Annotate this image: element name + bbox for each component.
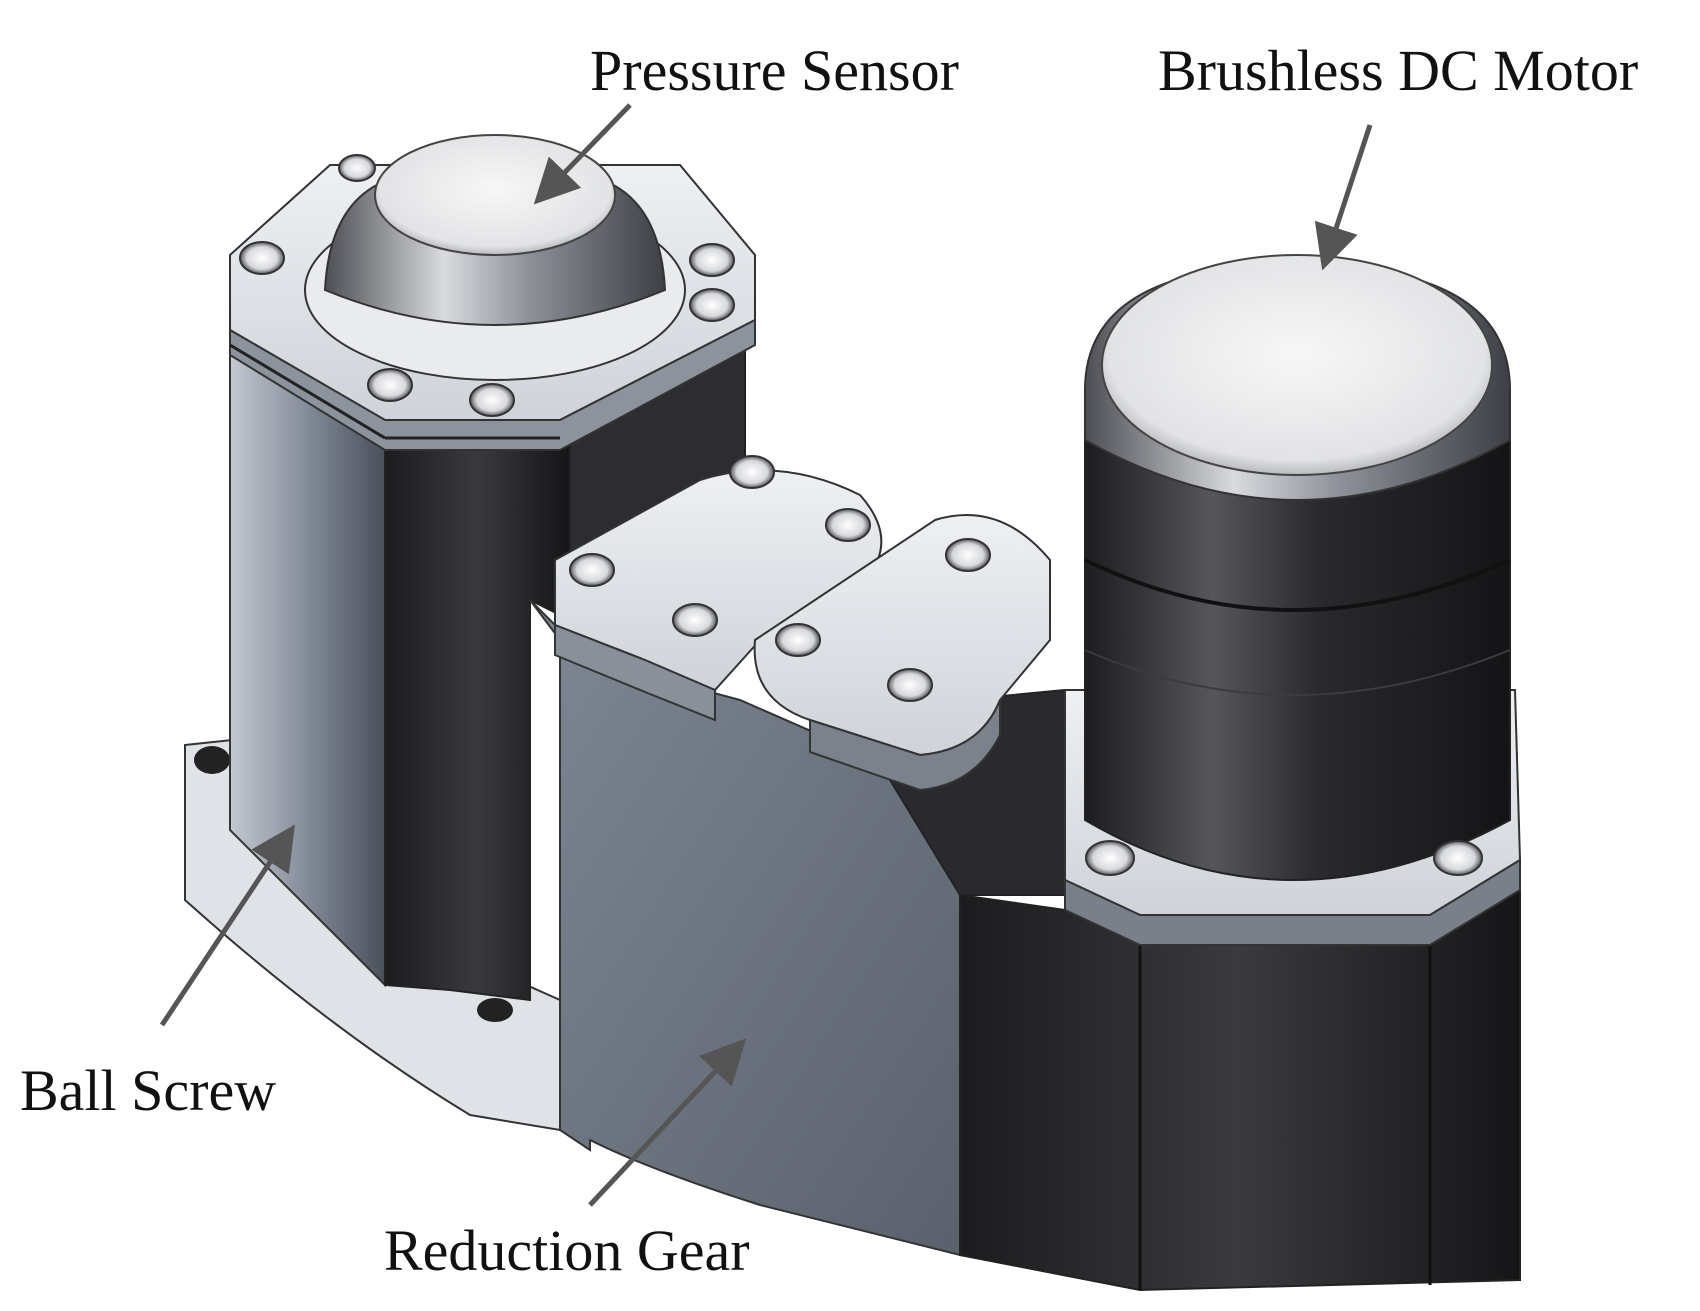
pressure-sensor-cap: [374, 134, 616, 256]
flange-hole: [194, 746, 230, 774]
brushless-dc-motor-arrow: [1314, 124, 1373, 271]
ball-screw-label: Ball Screw: [20, 1058, 277, 1123]
reduction-gear-arrow: [588, 1038, 747, 1207]
ball-screw-arrow: [159, 824, 295, 1027]
sensor-plate-bolts: [239, 154, 735, 417]
ball-screw-dark-side: [384, 389, 571, 1002]
reduction-gear-label: Reduction Gear: [384, 1218, 750, 1283]
motor-mount-bolts: [1085, 840, 1483, 876]
gear-cover-bolts: [569, 455, 991, 702]
pressure-sensor-label: Pressure Sensor: [590, 38, 959, 103]
flange-hole: [477, 998, 513, 1022]
brushless-dc-motor-label: Brushless DC Motor: [1158, 38, 1639, 103]
sensor-plate-edge: [229, 318, 756, 451]
pressure-sensor-arrow: [533, 103, 632, 205]
motor-seam: [1084, 558, 1511, 612]
motor-body: [1084, 389, 1511, 881]
motor-end-cap: [1101, 254, 1493, 476]
